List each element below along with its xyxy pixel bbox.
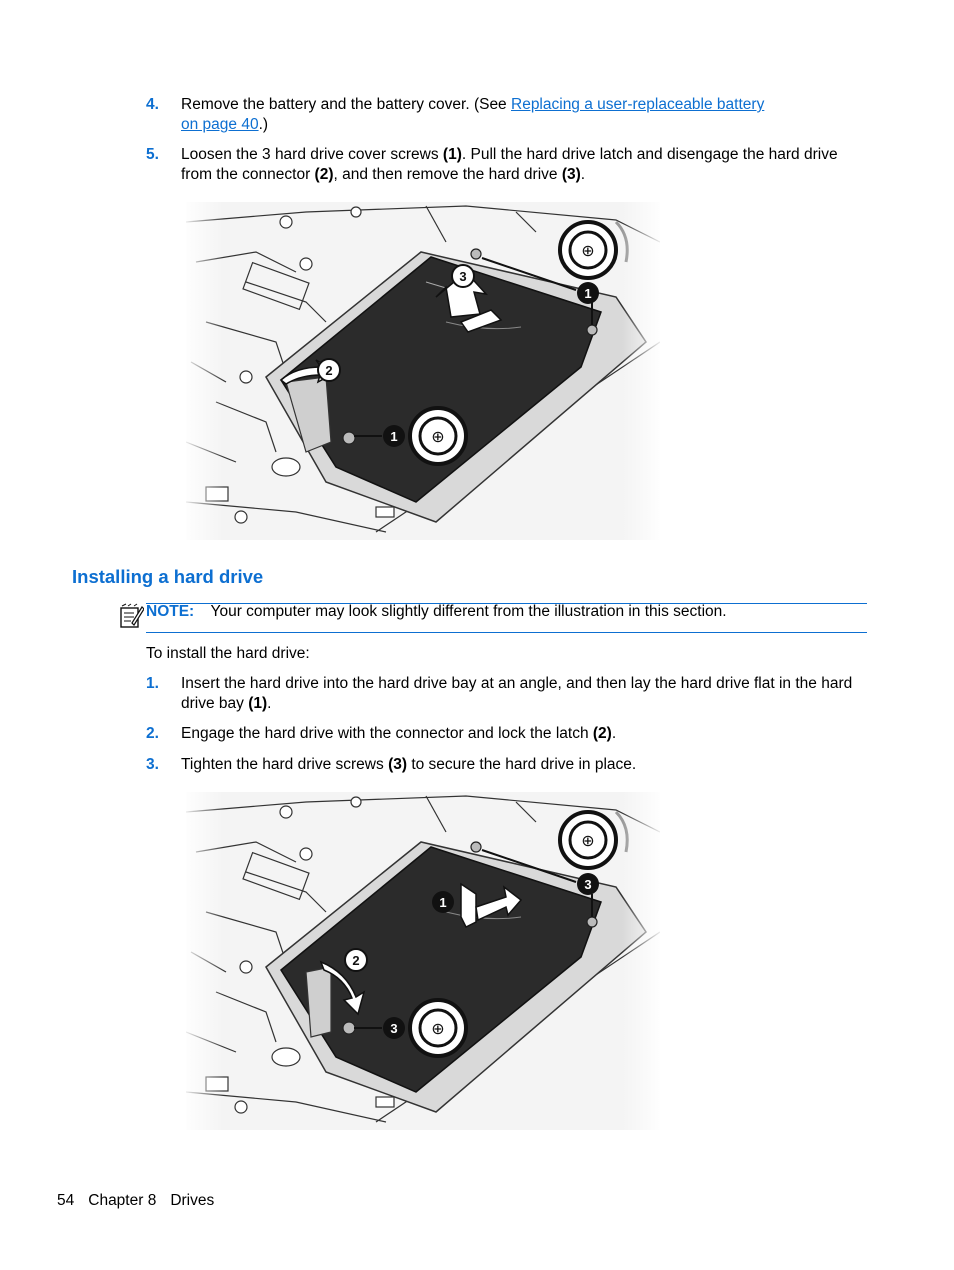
- callout-ref: (1): [248, 695, 268, 712]
- step-text-segment: .): [258, 116, 269, 133]
- step-text: Engage the hard drive with the connector…: [181, 724, 871, 744]
- step-text-segment: .: [267, 695, 272, 712]
- step-number: 3.: [146, 756, 159, 773]
- note-top-rule: [146, 603, 867, 604]
- callout-ref: (2): [592, 725, 612, 742]
- chapter-title: Drives: [170, 1192, 215, 1209]
- hard-drive-removal-illustration: ⊕ ⊕ 1 2 3 1: [186, 202, 660, 540]
- hard-drive-installation-illustration: ⊕ ⊕ 3 1 2 3: [186, 792, 660, 1130]
- section-heading: Installing a hard drive: [72, 566, 264, 587]
- step-text-segment: .: [611, 725, 617, 742]
- step-text: Loosen the 3 hard drive cover screws (1)…: [181, 145, 871, 185]
- step-text-segment: Remove the battery and the battery cover…: [181, 96, 511, 113]
- note-icon: [120, 603, 144, 628]
- note-text: Your computer may look slightly differen…: [210, 603, 727, 620]
- step-text-segment: Engage the hard drive with the connector…: [181, 725, 593, 742]
- step-number: 2.: [146, 725, 159, 742]
- step-number: 1.: [146, 675, 159, 692]
- callout-ref: (2): [314, 166, 334, 183]
- note-bottom-rule: [146, 632, 867, 633]
- step-text-segment: Tighten the hard drive screws: [181, 756, 389, 773]
- step-text-segment: Insert the hard drive into the hard driv…: [181, 675, 853, 712]
- intro-text: To install the hard drive:: [146, 645, 310, 662]
- page-number: 54: [57, 1192, 75, 1209]
- step-text-segment: to secure the hard drive in place.: [407, 756, 637, 773]
- step-text-segment: , and then remove the hard drive: [333, 166, 562, 183]
- callout-ref: (3): [388, 756, 408, 773]
- step-text-segment: . Pull the hard drive latch and disengag…: [181, 146, 838, 183]
- note: NOTE: Your computer may look slightly di…: [146, 603, 727, 621]
- page-footer: 54 Chapter 8 Drives: [57, 1192, 228, 1210]
- note-label: NOTE:: [146, 603, 195, 620]
- callout-ref: (3): [561, 166, 581, 183]
- battery-link[interactable]: Replacing a user-replaceable battery: [511, 96, 765, 113]
- step-text-segment: .: [580, 166, 586, 183]
- step-text: Insert the hard drive into the hard driv…: [181, 674, 871, 714]
- step-number: 5.: [146, 146, 159, 163]
- page-link[interactable]: on page 40: [181, 116, 259, 133]
- step-text: Tighten the hard drive screws (3) to sec…: [181, 755, 871, 775]
- callout-ref: (1): [442, 146, 462, 163]
- step-text-segment: Loosen the 3 hard drive cover screws: [181, 146, 443, 163]
- chapter-label: Chapter 8: [88, 1192, 157, 1209]
- step-number: 4.: [146, 96, 159, 113]
- step-text: Remove the battery and the battery cover…: [181, 95, 871, 135]
